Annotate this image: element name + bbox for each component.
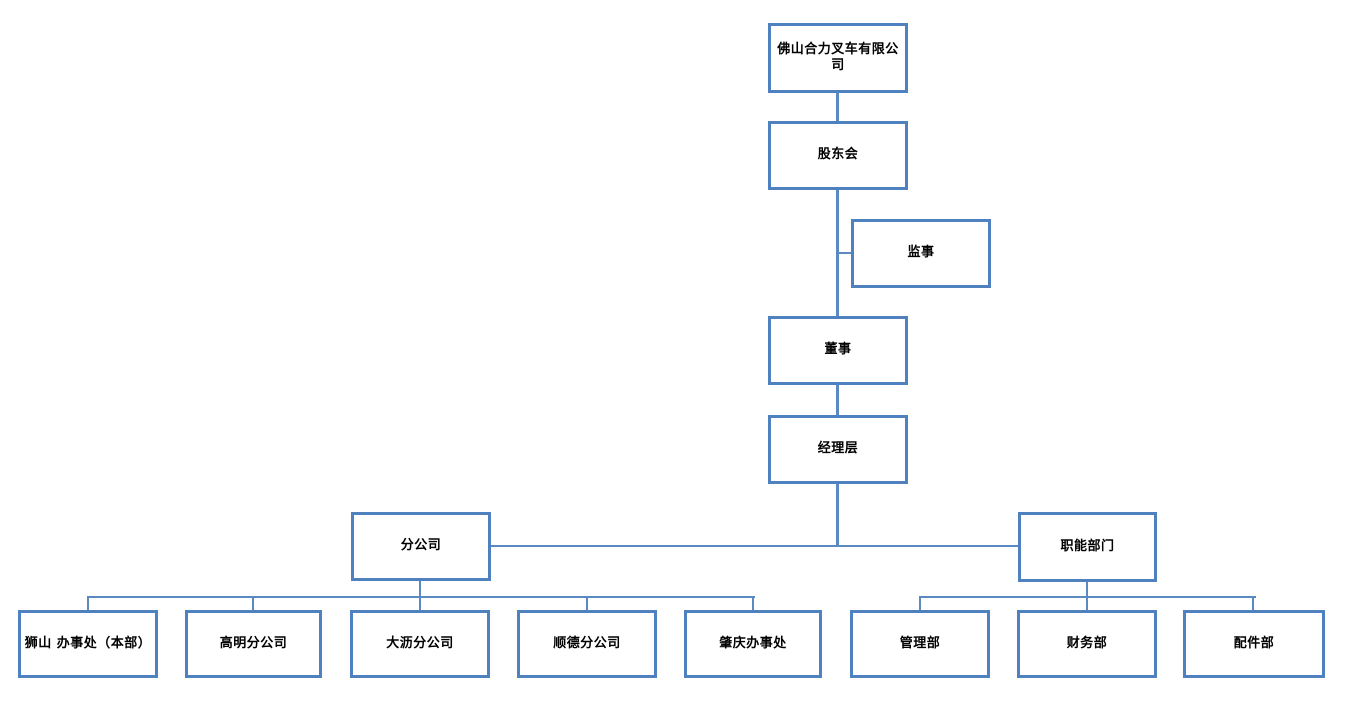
org-node-finance: 财务部 — [1017, 610, 1157, 678]
connector-company-shareholders — [836, 93, 839, 121]
connector-management-crossrail — [836, 484, 839, 546]
org-node-shareholders-label: 股东会 — [817, 147, 859, 163]
org-node-finance-label: 财务部 — [1066, 635, 1108, 651]
org-node-zhaoqing-label: 肇庆办事处 — [719, 635, 787, 651]
org-node-parts: 配件部 — [1183, 610, 1325, 678]
drop-finance — [1086, 596, 1088, 610]
crossrail-branches-functional — [491, 545, 1018, 547]
org-node-functional: 职能部门 — [1018, 512, 1157, 582]
org-node-gaoming-label: 高明分公司 — [219, 635, 288, 651]
org-node-company-label: 佛山合力叉车有限公司 — [777, 41, 899, 73]
org-node-shunde: 顺德分公司 — [517, 610, 657, 678]
org-node-admin: 管理部 — [850, 610, 990, 678]
org-node-shishan: 狮山 办事处（本部） — [18, 610, 158, 678]
drop-gaoming — [252, 596, 254, 610]
org-node-branches: 分公司 — [351, 512, 491, 581]
drop-admin — [919, 596, 921, 610]
drop-parts — [1252, 596, 1254, 610]
org-node-shareholders: 股东会 — [768, 121, 908, 190]
org-node-company: 佛山合力叉车有限公司 — [768, 23, 908, 93]
org-node-functional-label: 职能部门 — [1060, 538, 1115, 554]
connector-functional-rightrail — [1086, 582, 1088, 597]
drop-shunde — [586, 596, 588, 610]
org-node-supervisor: 监事 — [851, 219, 991, 288]
connector-director-management — [836, 385, 839, 415]
org-node-shishan-label: 狮山 办事处（本部） — [24, 635, 152, 651]
leftrail — [87, 596, 755, 598]
drop-dali — [419, 596, 421, 610]
org-node-director-label: 董事 — [824, 342, 852, 358]
org-node-supervisor-label: 监事 — [907, 245, 935, 261]
connector-branches-leftrail — [419, 581, 421, 597]
org-node-dali-label: 大沥分公司 — [386, 635, 454, 651]
org-node-director: 董事 — [768, 316, 908, 385]
drop-shishan — [87, 596, 89, 610]
org-node-dali: 大沥分公司 — [350, 610, 490, 678]
org-node-admin-label: 管理部 — [899, 635, 941, 651]
org-node-shunde-label: 顺德分公司 — [553, 635, 621, 651]
org-node-branches-label: 分公司 — [400, 538, 442, 554]
org-node-parts-label: 配件部 — [1233, 635, 1275, 651]
connector-spine-supervisor — [836, 252, 851, 254]
org-node-gaoming: 高明分公司 — [185, 610, 322, 678]
drop-zhaoqing — [752, 596, 754, 610]
org-node-management-label: 经理层 — [817, 441, 859, 457]
org-node-zhaoqing: 肇庆办事处 — [684, 610, 822, 678]
org-node-management: 经理层 — [768, 415, 908, 484]
